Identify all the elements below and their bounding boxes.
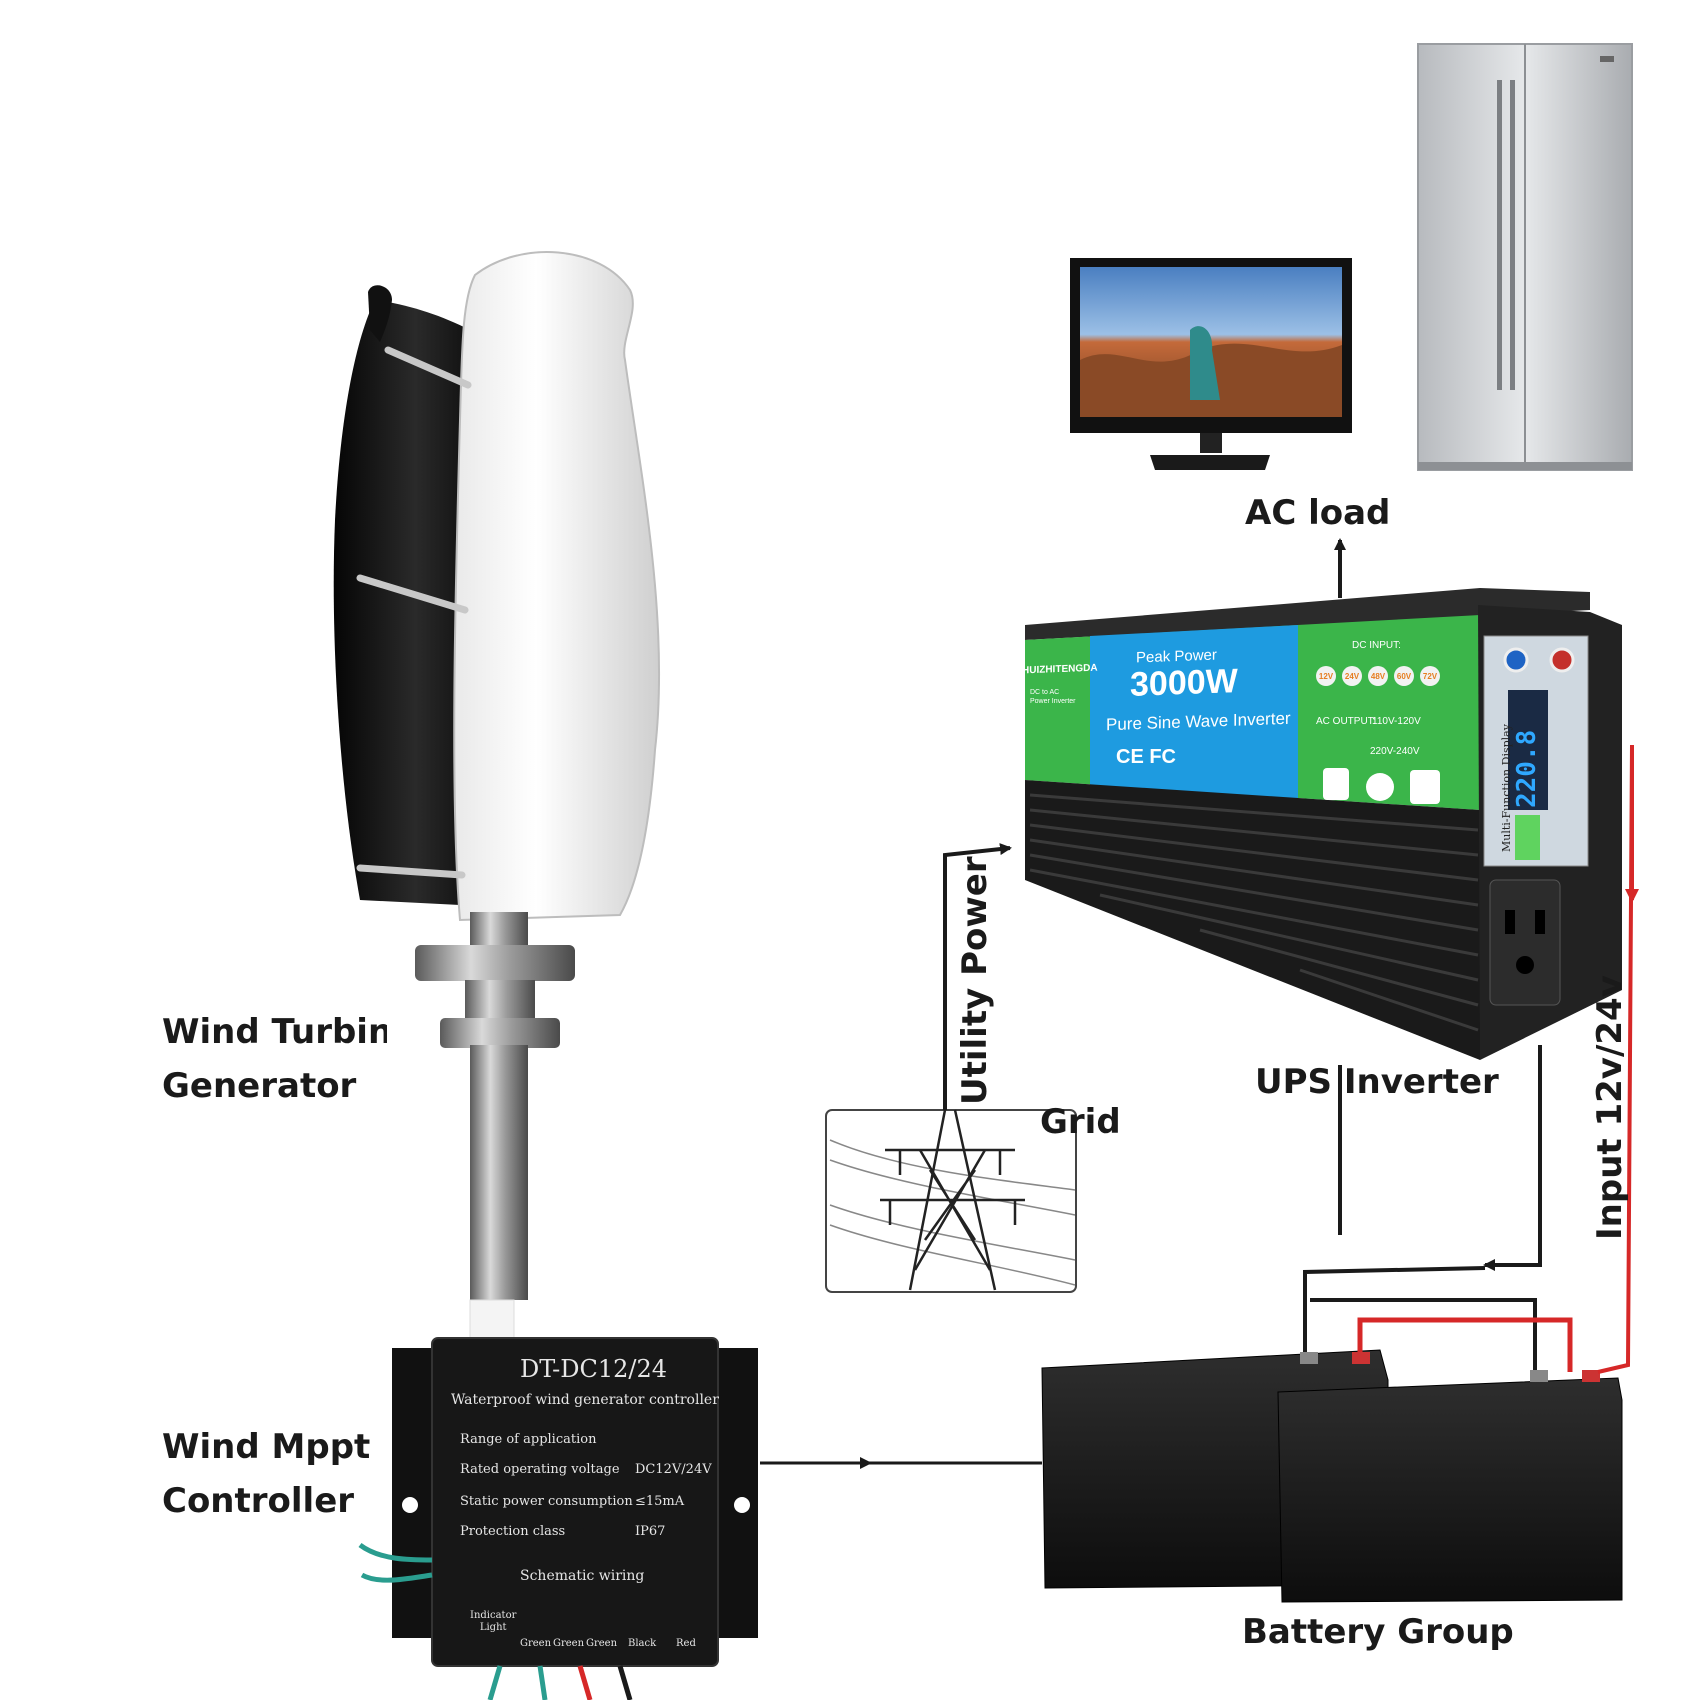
controller-spec-3-val: ≤15mA: [635, 1494, 685, 1509]
turbine-flange-top: [415, 945, 575, 981]
controller-indicator: Indicator Light: [470, 1610, 517, 1633]
controller-subtitle: Waterproof wind generator controller: [451, 1392, 719, 1408]
outlet-icon-us: [1323, 768, 1349, 800]
inverter-ac-socket: [1489, 879, 1561, 1006]
inverter: [1025, 588, 1622, 1060]
turbine-blade-tip: [368, 285, 392, 342]
label-ups-inverter: UPS Inverter: [1255, 1062, 1499, 1102]
terminal-5: Red: [676, 1638, 696, 1649]
grid-tower: [825, 1109, 1077, 1293]
label-wind-turbine: Wind Turbine Generator: [162, 1012, 387, 1107]
battery-2-terminal-pos: [1582, 1370, 1600, 1382]
controller-spec-4-val: IP67: [635, 1524, 666, 1539]
refrigerator: [1417, 43, 1633, 471]
dc-input-12v: 12V: [1316, 666, 1336, 686]
controller-spec-4-key: Protection class: [460, 1524, 566, 1539]
turbine-neck: [465, 980, 535, 1022]
outlet-icon-eu: [1366, 773, 1394, 801]
inverter-battery-black-line: [1483, 1045, 1542, 1271]
battery-2: [1277, 1377, 1623, 1603]
inverter-ac-title: AC OUTPUT:: [1316, 716, 1376, 727]
battery-1-terminal-neg: [1300, 1352, 1318, 1364]
wind-turbine: [333, 251, 661, 1343]
dc-input-24v: 24V: [1342, 666, 1362, 686]
controller-spec-2-val: DC12V/24V: [635, 1462, 712, 1477]
turbine-black-blade: [333, 300, 470, 905]
turbine-cable: [469, 1299, 515, 1343]
inverter-top: [1025, 588, 1590, 640]
tv-monitor: [1070, 258, 1352, 470]
inverter-watt: 3000W: [1130, 662, 1238, 704]
input-red-line: [1597, 744, 1634, 1374]
battery-red-link: [1357, 1317, 1573, 1372]
terminal-2: Green: [553, 1638, 585, 1649]
inverter-display-value: 220.8: [1512, 729, 1542, 808]
inverter-brand-sub: DC to AC Power Inverter: [1030, 689, 1076, 706]
inverter-dc-title: DC INPUT:: [1352, 640, 1401, 651]
controller-wires: [358, 1542, 633, 1700]
wind-controller: [358, 1337, 758, 1700]
controller-spec-2-key: Rated operating voltage: [460, 1462, 620, 1477]
controller-spec-1-key: Range of application: [460, 1432, 597, 1447]
label-wind-mppt: Wind Mppt Controller: [162, 1427, 371, 1522]
terminal-1: Green: [520, 1638, 552, 1649]
inverter-fins: [1025, 780, 1480, 1060]
battery-group: [1041, 1349, 1623, 1603]
transmission-tower-icon: [880, 1109, 1025, 1291]
turbine-mast: [470, 1045, 528, 1300]
inverter-ac-output-2: 220V-240V: [1370, 746, 1420, 757]
controller-spec-3-key: Static power consumption: [460, 1494, 633, 1509]
inverter-ac-output-1: 110V-120V: [1372, 716, 1421, 727]
battery-1-terminal-pos: [1352, 1352, 1370, 1364]
wiring: [760, 538, 1639, 1469]
label-battery-group: Battery Group: [1242, 1612, 1514, 1652]
inverter-blue-panel: [1090, 625, 1298, 800]
outlet-icon-uk: [1410, 770, 1440, 804]
label-input-voltage: Input 12v/24v: [1590, 975, 1630, 1240]
battery-2-terminal-neg: [1530, 1370, 1548, 1382]
inverter-certs: CE FC: [1116, 746, 1176, 768]
turbine-white-blade: [453, 251, 661, 922]
dc-input-60v: 60V: [1394, 666, 1414, 686]
inverter-lcd: [1508, 690, 1548, 810]
controller-body: [431, 1337, 719, 1667]
controller-model: DT-DC12/24: [520, 1355, 668, 1383]
inverter-dc-inputs: 12V 24V 48V 60V 72V: [1316, 666, 1440, 686]
utility-power-line: [943, 843, 1012, 1110]
dc-input-72v: 72V: [1420, 666, 1440, 686]
dc-input-48v: 48V: [1368, 666, 1388, 686]
label-ac-load: AC load: [1245, 493, 1391, 533]
terminal-3: Green: [586, 1638, 618, 1649]
label-grid: Grid: [1040, 1102, 1121, 1142]
label-utility-power: Utility Power: [955, 856, 995, 1105]
turbine-flange-bottom: [440, 1018, 560, 1048]
terminal-4: Black: [628, 1638, 657, 1649]
turbine-struts: [356, 346, 472, 879]
controller-wiring-title: Schematic wiring: [520, 1568, 645, 1584]
